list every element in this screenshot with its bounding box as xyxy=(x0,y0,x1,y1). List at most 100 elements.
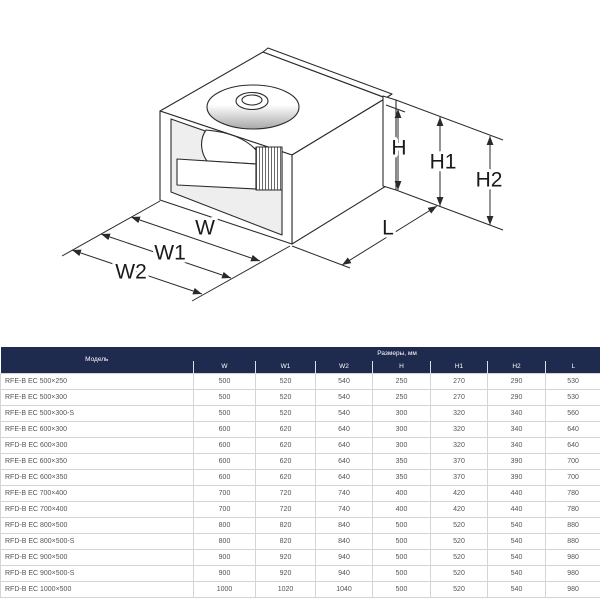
cell-w1: 520 xyxy=(255,373,316,390)
volute-outlet xyxy=(176,158,257,190)
dimension-arrow-l xyxy=(341,205,438,266)
cell-h2: 540 xyxy=(487,565,546,582)
label-h2: H2 xyxy=(476,169,503,192)
model-name-cell: RFD-B EC 600×350 xyxy=(0,469,194,486)
cell-h: 300 xyxy=(372,405,431,422)
cell-h2: 390 xyxy=(487,453,546,470)
cell-w1: 1020 xyxy=(255,581,316,598)
cell-w2: 640 xyxy=(315,469,373,486)
extension-line-w-right xyxy=(191,245,291,302)
cell-w1: 620 xyxy=(255,469,316,486)
label-w2: W2 xyxy=(115,261,147,284)
cell-h2: 540 xyxy=(487,517,546,534)
model-name-cell: RFD-B EC 800×500-S xyxy=(0,533,194,550)
cell-h2: 290 xyxy=(487,373,546,390)
cell-h1: 520 xyxy=(430,581,488,598)
model-name-cell: RFD-B EC 900×500 xyxy=(0,549,194,566)
cell-h: 500 xyxy=(372,533,431,550)
extension-line-l-front xyxy=(291,245,351,269)
cell-w2: 1040 xyxy=(315,581,373,598)
cell-h1: 370 xyxy=(430,469,488,486)
header-row-top: Модель Размеры, мм xyxy=(0,347,600,374)
cell-h: 250 xyxy=(372,389,431,406)
impeller xyxy=(255,146,283,191)
fan-dimension-diagram: W W1 W2 H H1 H2 L xyxy=(61,47,504,302)
cell-h: 350 xyxy=(372,469,431,486)
cell-h: 500 xyxy=(372,517,431,534)
cell-w2: 540 xyxy=(315,405,373,422)
cell-w2: 840 xyxy=(315,517,373,534)
column-header-h: H xyxy=(372,361,431,374)
extension-line-w-left xyxy=(61,200,161,257)
dimensions-table: Модель Размеры, мм W W1 W2 H H1 H2 L RFE… xyxy=(0,347,600,598)
cell-l: 980 xyxy=(544,565,600,582)
column-header-w2: W2 xyxy=(315,361,373,374)
cell-l: 560 xyxy=(544,405,600,422)
cell-w1: 520 xyxy=(255,389,316,406)
cell-w2: 840 xyxy=(315,533,373,550)
cell-h2: 340 xyxy=(487,437,546,454)
dimensions-table-container: Модель Размеры, мм W W1 W2 H H1 H2 L RFE… xyxy=(0,347,600,598)
cell-l: 980 xyxy=(544,549,600,566)
cell-w1: 820 xyxy=(255,517,316,534)
cell-w2: 540 xyxy=(315,389,373,406)
cell-h1: 320 xyxy=(430,405,488,422)
cell-w2: 940 xyxy=(315,549,373,566)
model-name-cell: RFE-B EC 600×300 xyxy=(0,421,194,438)
table-header: Модель Размеры, мм W W1 W2 H H1 H2 L xyxy=(0,347,600,374)
cell-h2: 340 xyxy=(487,405,546,422)
column-header-h2: H2 xyxy=(487,361,546,374)
cell-h: 400 xyxy=(372,485,431,502)
cell-h1: 520 xyxy=(430,517,488,534)
model-name-cell: RFD-B EC 600×300 xyxy=(0,437,194,454)
cell-h: 500 xyxy=(372,581,431,598)
column-header-h1: H1 xyxy=(430,361,488,374)
column-header-w1: W1 xyxy=(255,361,316,374)
dimension-lines xyxy=(61,99,504,302)
cell-w2: 540 xyxy=(315,373,373,390)
model-name-cell: RFD-B EC 700×400 xyxy=(0,501,194,518)
cell-w1: 920 xyxy=(255,549,316,566)
header-row-columns: W W1 W2 H H1 H2 L xyxy=(1,361,600,374)
cell-w: 700 xyxy=(193,501,256,518)
inlet-hole xyxy=(241,94,263,106)
cell-l: 780 xyxy=(544,501,600,518)
cell-w: 900 xyxy=(193,565,256,582)
cell-h1: 320 xyxy=(430,437,488,454)
cell-w: 500 xyxy=(193,389,256,406)
model-name-cell: RFD-B EC 900×500-S xyxy=(0,565,194,582)
cell-w2: 640 xyxy=(315,453,373,470)
model-name-cell: RFE-B EC 500×250 xyxy=(0,373,194,390)
cell-w1: 920 xyxy=(255,565,316,582)
cell-l: 880 xyxy=(544,517,600,534)
cell-h1: 270 xyxy=(430,389,488,406)
cell-l: 530 xyxy=(544,389,600,406)
cell-h2: 540 xyxy=(487,581,546,598)
model-column-header: Модель xyxy=(0,347,194,374)
cell-w: 800 xyxy=(193,517,256,534)
cell-h1: 370 xyxy=(430,453,488,470)
cell-w: 600 xyxy=(193,453,256,470)
cell-w2: 640 xyxy=(315,421,373,438)
cell-w2: 740 xyxy=(315,501,373,518)
cell-l: 530 xyxy=(544,373,600,390)
dimension-arrow-w2 xyxy=(71,249,203,295)
cell-l: 780 xyxy=(544,485,600,502)
cell-l: 980 xyxy=(544,581,600,598)
cell-l: 700 xyxy=(544,453,600,470)
cell-w: 700 xyxy=(193,485,256,502)
cell-w: 600 xyxy=(193,421,256,438)
cell-h: 400 xyxy=(372,501,431,518)
model-name-cell: RFD-B EC 800×500 xyxy=(0,517,194,534)
cell-l: 700 xyxy=(544,469,600,486)
cell-w1: 520 xyxy=(255,405,316,422)
cell-w: 500 xyxy=(193,405,256,422)
cell-w2: 640 xyxy=(315,437,373,454)
cell-h1: 520 xyxy=(430,533,488,550)
